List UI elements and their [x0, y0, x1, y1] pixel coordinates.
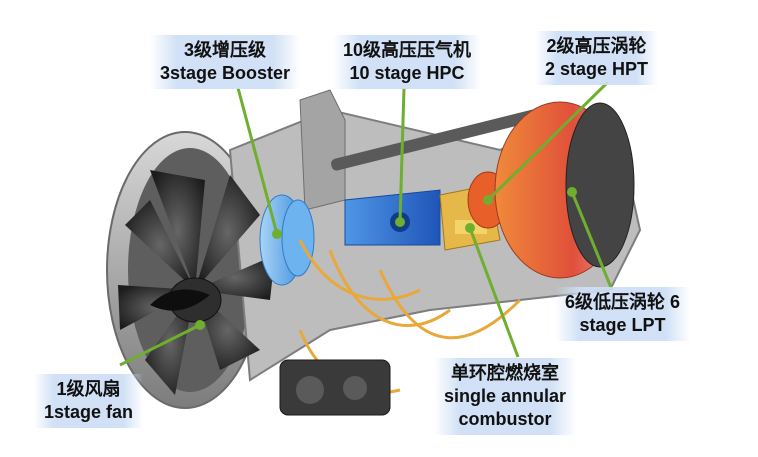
label-fan: 1级风扇 1stage fan [34, 374, 144, 428]
label-hpc: 10级高压压气机 10 stage HPC [333, 35, 482, 89]
fan-blades [118, 170, 275, 395]
label-lpt: 6级低压涡轮 6 stage LPT [555, 287, 691, 341]
label-combustor: 单环腔燃烧室 single annular combustor [434, 358, 577, 435]
label-combustor-en2: combustor [458, 409, 552, 429]
leader-hpt [486, 80, 610, 202]
leader-hpc [398, 87, 406, 223]
label-booster-zh: 3级增压级 [184, 40, 267, 60]
label-hpt-en: 2 stage HPT [545, 59, 649, 79]
leader-lpt [570, 191, 614, 291]
label-fan-zh: 1级风扇 [56, 379, 121, 399]
label-combustor-zh: 单环腔燃烧室 [451, 363, 560, 383]
label-booster: 3级增压级 3stage Booster [150, 35, 301, 89]
label-combustor-en: single annular [444, 386, 567, 406]
label-hpt-zh: 2级高压涡轮 [546, 36, 647, 56]
label-booster-en: 3stage Booster [160, 63, 291, 83]
leader-combustor [468, 227, 520, 358]
label-lpt-zh: 6级低压涡轮 6 [565, 292, 681, 312]
label-hpt: 2级高压涡轮 2 stage HPT [535, 31, 659, 85]
hpc-stages [344, 189, 441, 246]
label-hpc-zh: 10级高压压气机 [343, 40, 472, 60]
accessory-gearbox [279, 359, 391, 416]
leader-lines [119, 80, 614, 367]
leader-booster [236, 87, 279, 235]
booster-stages [259, 194, 315, 286]
label-fan-en: 1stage fan [44, 402, 134, 422]
label-hpc-en: 10 stage HPC [349, 63, 465, 83]
label-lpt-en: stage LPT [579, 315, 666, 335]
leader-fan [119, 323, 201, 367]
leader-dots [195, 187, 577, 330]
